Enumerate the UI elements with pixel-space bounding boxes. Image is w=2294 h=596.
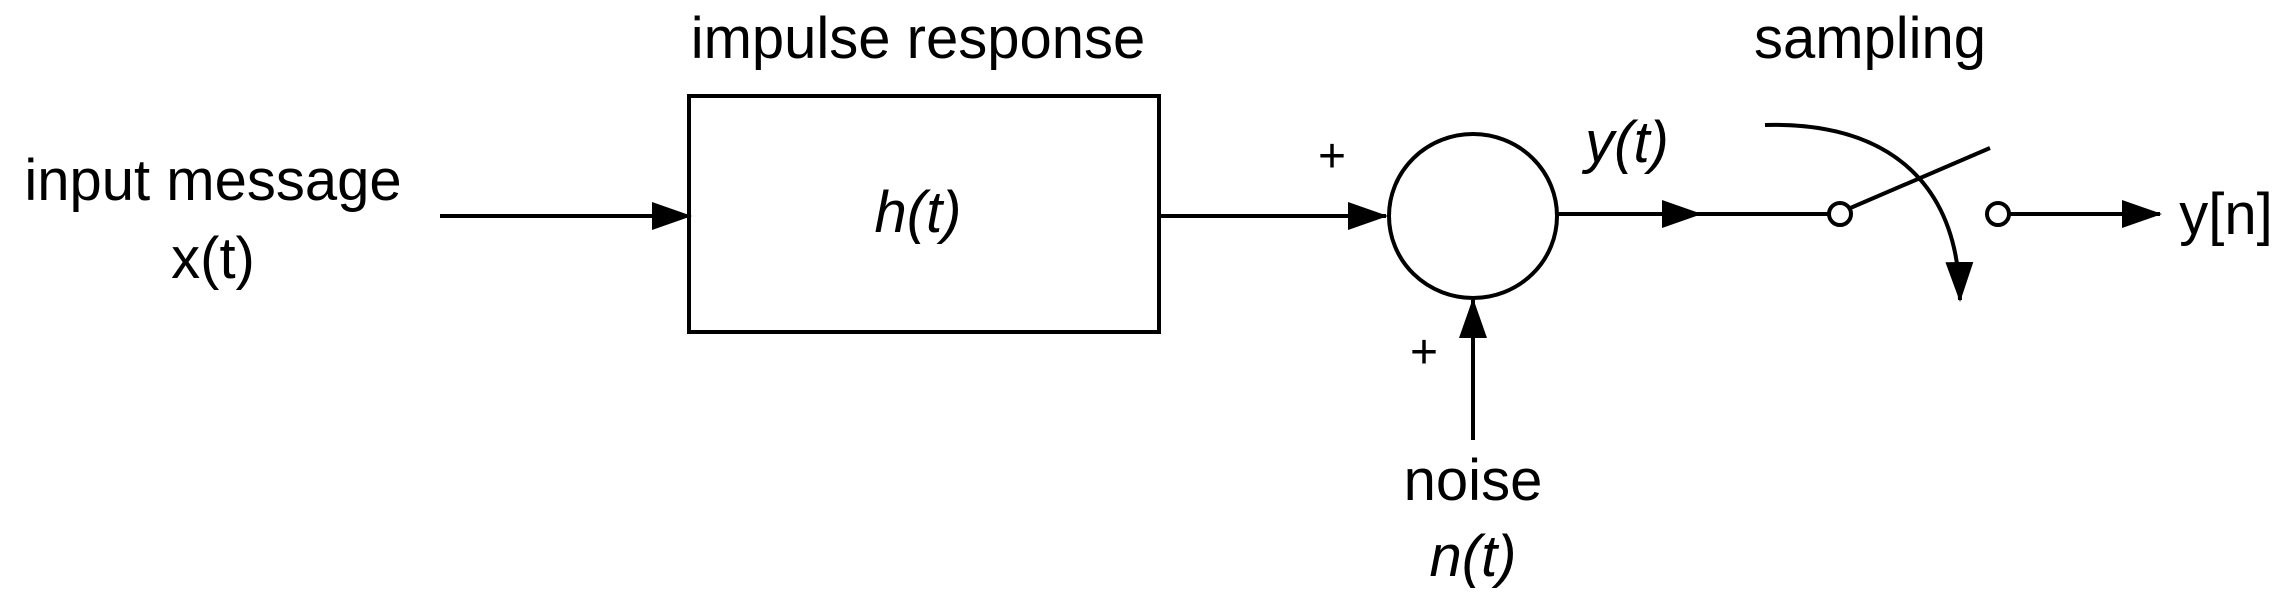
block-function-label: h(t) (875, 180, 962, 245)
noise-signal-label: n(t) (1430, 524, 1517, 589)
noise-label: noise (1404, 448, 1543, 513)
plus-sign-top: + (1318, 130, 1346, 183)
sampling-label: sampling (1754, 6, 1986, 71)
sampling-rotation-arrow (1764, 122, 1974, 302)
input-label: input message (24, 148, 401, 213)
continuous-output-label: y(t) (1581, 110, 1669, 175)
plus-sign-bottom: + (1410, 326, 1438, 379)
block-title: impulse response (691, 6, 1146, 71)
discrete-output-label: y[n] (2179, 182, 2273, 247)
switch-terminal-right (1985, 201, 2011, 227)
input-signal-label: x(t) (171, 226, 255, 291)
switch-terminal-left (1827, 201, 1853, 227)
summing-junction (1387, 132, 1559, 300)
